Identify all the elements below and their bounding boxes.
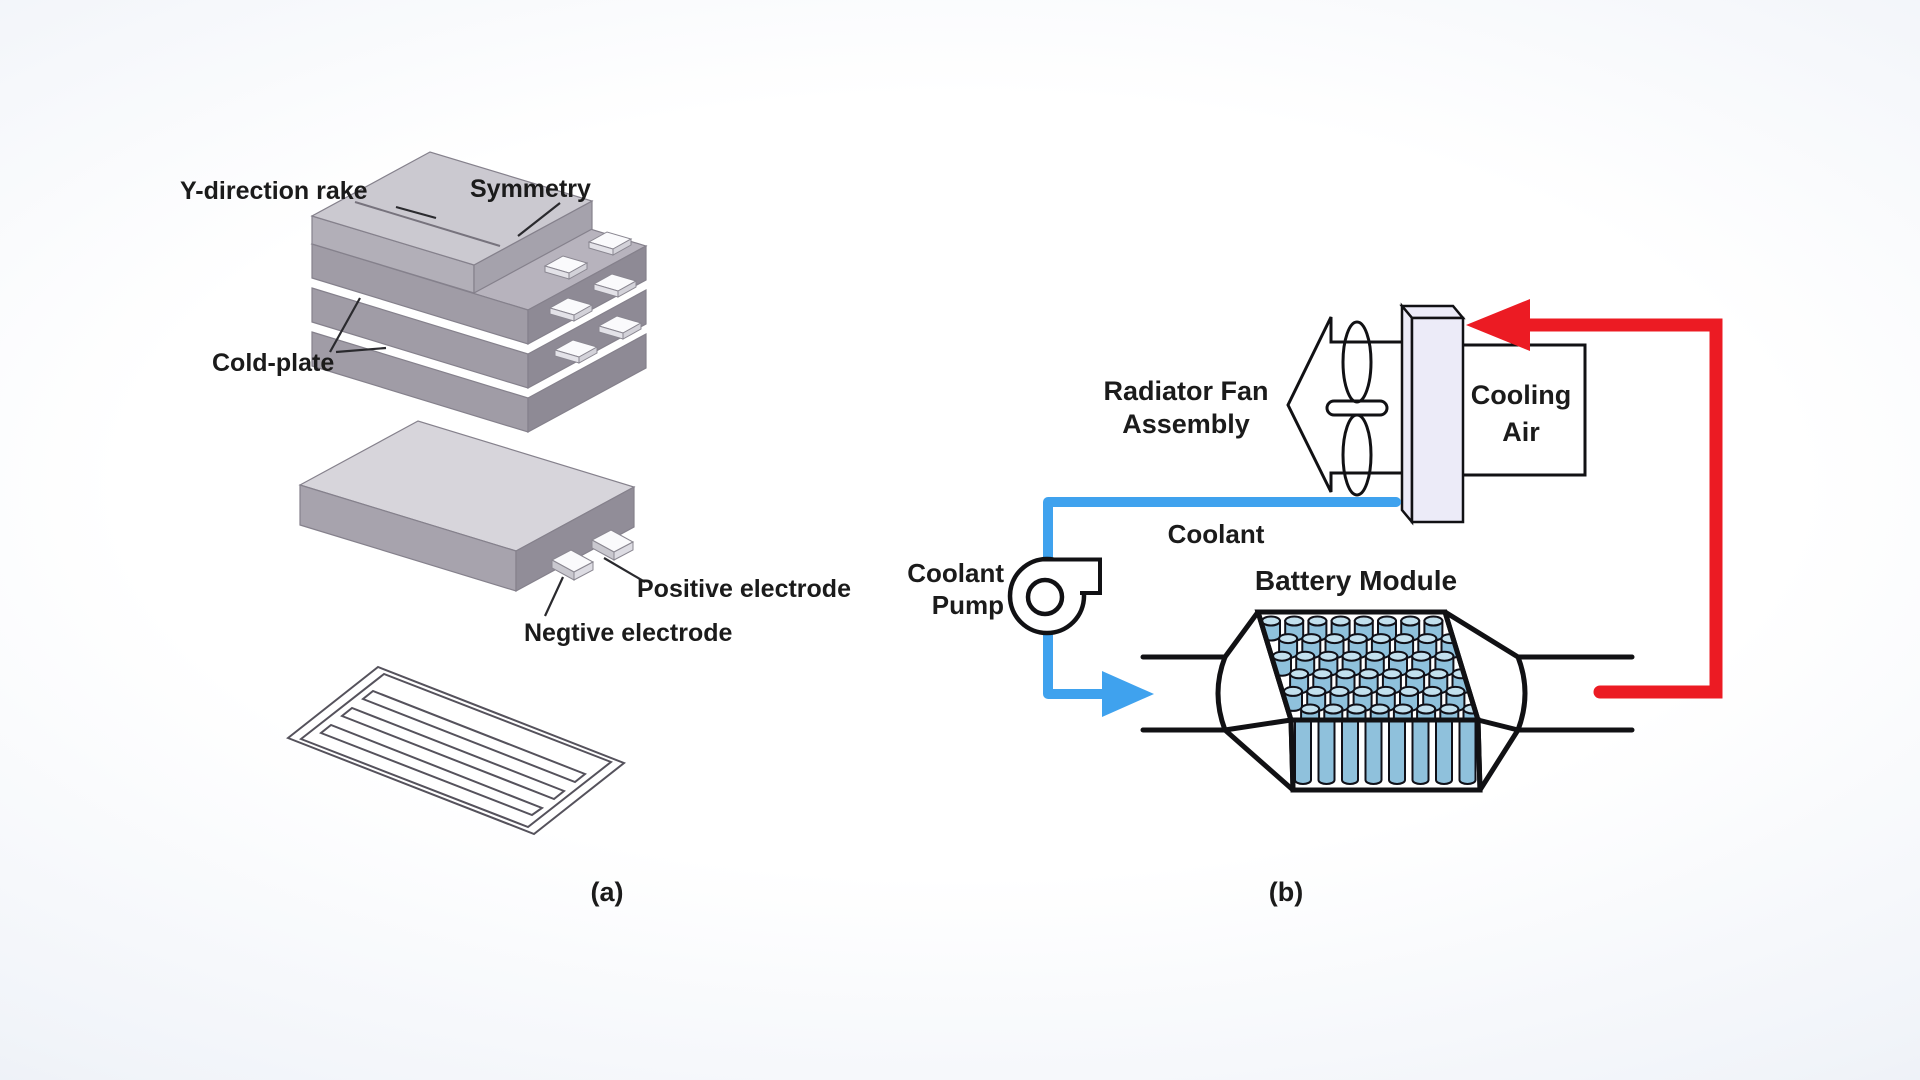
pump-impeller [1025, 577, 1065, 617]
hot-coolant-line [1515, 318, 1723, 699]
cell-side [515, 485, 635, 593]
label-y-direction-rake: Y-direction rake [180, 177, 368, 205]
fan-blade-top [1341, 320, 1373, 404]
label-battery-module: Battery Module [1255, 565, 1457, 596]
battery-cells-top-array [1261, 615, 1478, 720]
module-cone-edge [1477, 727, 1521, 793]
label-cold-plate: Cold-plate [212, 349, 334, 377]
label-radiator-fan-line2: Assembly [1122, 409, 1250, 439]
plate-inner-border [298, 672, 614, 829]
symmetry-plate-top [310, 151, 594, 266]
cooling-air-box [1453, 343, 1587, 477]
cold-plate-outline-illustration [286, 665, 626, 836]
cell-electrode-tabs [550, 529, 635, 581]
stack-slab-side [527, 244, 647, 346]
rake-leader-line [395, 205, 437, 220]
module-cone-edge [1475, 717, 1521, 733]
label-coolant-pump-line1: Coolant [907, 558, 1004, 588]
plate-outer [286, 665, 626, 836]
radiator [1399, 302, 1466, 526]
coolant-arrowhead [1102, 671, 1154, 717]
fan-hub [1325, 399, 1389, 417]
battery-cell-illustration [298, 420, 636, 593]
module-cone-edge [1222, 727, 1296, 793]
label-positive-electrode: Positive electrode [637, 575, 851, 603]
symmetry-leader-line [517, 202, 561, 237]
module-left-cap [1215, 654, 1228, 733]
coolant-pump-icon [1007, 556, 1102, 636]
fan-blade-bottom [1341, 413, 1373, 497]
battery-cells-front-array [1294, 720, 1477, 785]
label-coolant: Coolant [1168, 519, 1265, 549]
label-negative-electrode: Negtive electrode [524, 619, 733, 647]
module-cone-edge [1222, 609, 1261, 660]
cold-plate-leader-line [335, 346, 387, 354]
stack-slab-side [527, 288, 647, 390]
radiator-left-face [1400, 302, 1414, 526]
rake-line [354, 201, 501, 247]
radiator-fan-housing [1286, 316, 1405, 493]
fan-blades [1325, 320, 1389, 497]
module-cone-edge [1222, 717, 1294, 733]
label-cooling-air-line1: Cooling [1471, 380, 1571, 410]
label-coolant-pump-line2: Pump [932, 590, 1004, 620]
label-cooling-air-line2: Air [1502, 417, 1540, 447]
plate-channel [319, 723, 545, 817]
caption-panel-b: (b) [1269, 877, 1303, 907]
label-symmetry: Symmetry [470, 175, 591, 203]
hot-coolant-arrowhead [1466, 299, 1530, 351]
negative-leader-line [544, 576, 564, 617]
positive-leader-line [603, 557, 646, 583]
label-radiator-fan-line1: Radiator Fan [1103, 376, 1268, 406]
cold-plate-leader-line [329, 297, 361, 353]
module-front-face-border [1288, 717, 1483, 793]
plate-channel [340, 706, 566, 801]
module-cone-edge [1442, 609, 1521, 660]
cell-stack-illustration [310, 151, 648, 434]
caption-panel-a: (a) [591, 877, 624, 907]
stack-electrode-tabs [543, 231, 643, 364]
radiator-front-face [1410, 316, 1465, 524]
pump-outlet [1042, 557, 1102, 595]
plate-channel [361, 689, 587, 784]
stack-slab-side [527, 332, 647, 434]
module-right-cap [1515, 654, 1528, 733]
